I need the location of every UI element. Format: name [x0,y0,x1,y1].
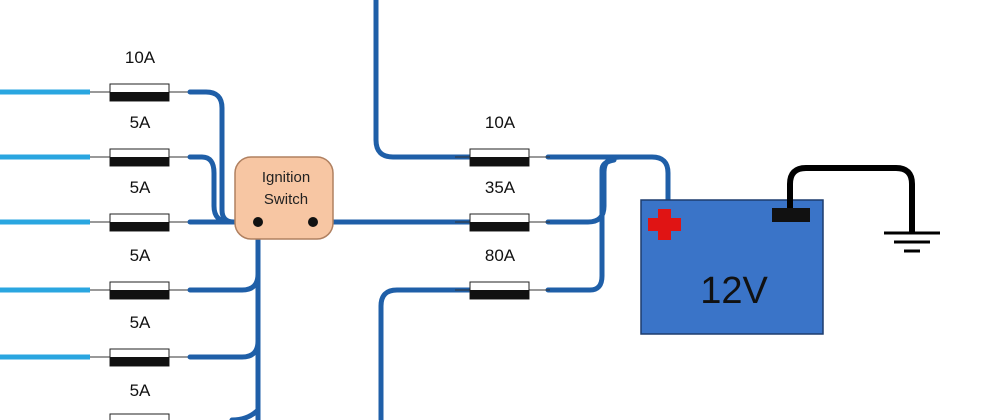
plus-icon [648,209,681,240]
fuse-rating-label: 5A [130,313,151,332]
wire-top-to-10a [373,0,473,160]
battery: 12V [640,199,824,335]
fuse-left-2: 5A [109,113,170,167]
fuse-left-5: 5A [109,313,170,367]
fuse-rating-label: 5A [130,246,151,265]
fuse-left-1: 10A [109,48,170,102]
fuse-rating-label: 5A [130,113,151,132]
fuse-center-1: 10A [469,113,530,167]
wire-10a-to-battery [545,154,671,203]
fuse-rating-label: 10A [125,48,156,67]
fuse-rating-label: 35A [485,178,516,197]
fuse-rating-label: 5A [130,178,151,197]
switch-input-terminal [253,217,263,227]
dark-wires [187,0,671,420]
wire-fuse6-from-bus [229,407,261,420]
wire-fuse4-from-bus [187,271,261,293]
ground-wire [787,165,915,232]
fuse-rating-label: 80A [485,246,516,265]
center-fuse-column: 10A 35A 80A [469,113,530,300]
ignition-switch-label-line2: Switch [264,191,308,208]
fuse-left-4: 5A [109,246,170,300]
ignition-switch-label-line1: Ignition [262,169,310,186]
fuse-left-3: 5A [109,178,170,232]
left-input-wires [0,89,90,360]
fuse-center-2: 35A [469,178,530,232]
wire-fuse5-from-bus [187,338,261,360]
minus-terminal-icon [772,208,810,222]
wire-80a-to-bus [545,157,617,293]
switch-output-terminal [308,217,318,227]
wire-bottom-to-80a [378,287,473,420]
fuse-left-6: 5A [109,381,170,420]
ground-icon [884,231,940,253]
fuse-rating-label: 10A [485,113,516,132]
ignition-switch: Ignition Switch [234,156,334,240]
fuse-rating-label: 5A [130,381,151,400]
battery-voltage-label: 12V [700,270,768,312]
fuse-center-3: 80A [469,246,530,300]
left-fuse-column: 10A 5A 5A 5A 5A 5A [109,48,170,420]
wire-35a-to-bus [545,154,623,225]
